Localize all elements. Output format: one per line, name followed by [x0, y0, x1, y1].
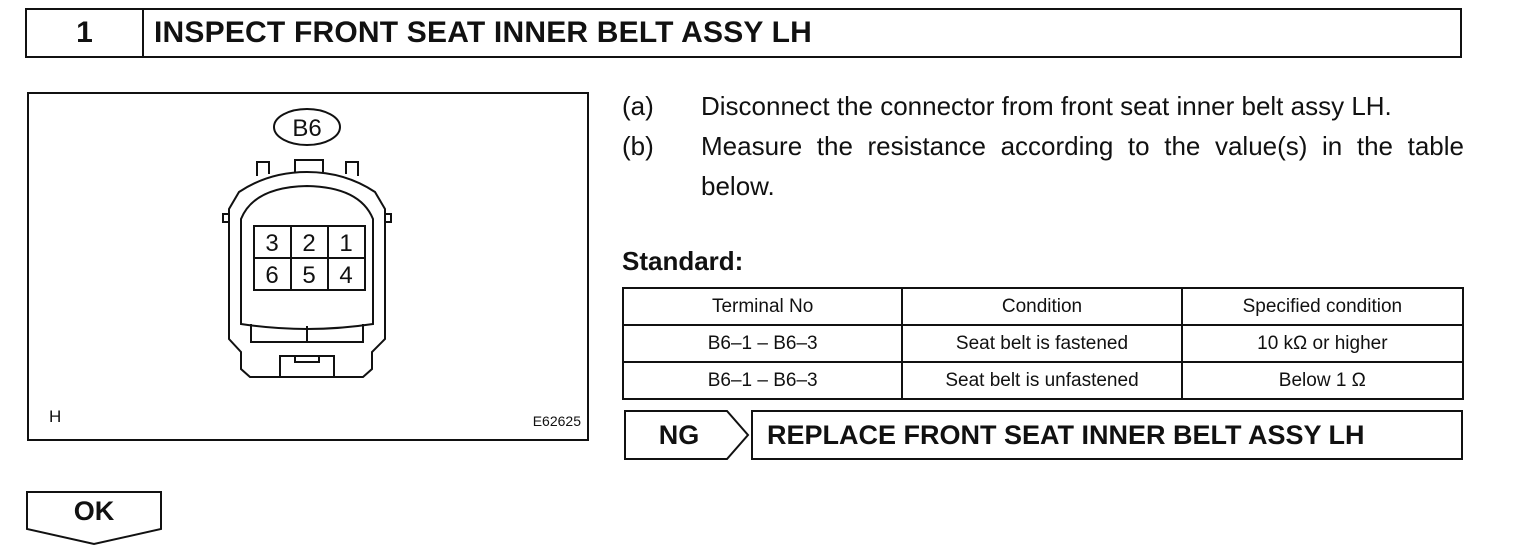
- cell-terminal: B6–1 – B6–3: [621, 324, 904, 363]
- resistance-spec-table: Terminal No Condition Specified conditio…: [621, 287, 1465, 400]
- latch-right: [345, 161, 359, 176]
- header-specified-condition: Specified condition: [1180, 287, 1465, 326]
- standard-heading: Standard:: [622, 246, 744, 276]
- table-row: B6–1 – B6–3 Seat belt is fastened 10 kΩ …: [621, 324, 1465, 363]
- cell-spec: 10 kΩ or higher: [1180, 324, 1465, 363]
- pin-3: 3: [265, 230, 278, 257]
- cell-terminal: B6–1 – B6–3: [621, 361, 904, 400]
- step-title: INSPECT FRONT SEAT INNER BELT ASSY LH: [154, 16, 812, 49]
- instruction-label: (b): [622, 131, 654, 161]
- table-row: B6–1 – B6–3 Seat belt is unfastened Belo…: [621, 361, 1465, 400]
- figure-reference-code: E62625: [532, 413, 581, 429]
- header-condition: Condition: [901, 287, 1183, 326]
- step-number: 1: [27, 10, 144, 56]
- instruction-text: Measure the resistance according to the …: [701, 131, 1464, 201]
- ng-label: NG: [658, 419, 700, 450]
- instruction-list: (a) Disconnect the connector from front …: [622, 86, 1464, 206]
- pin-4: 4: [339, 262, 352, 289]
- cell-condition: Seat belt is unfastened: [901, 361, 1183, 400]
- connector-diagram: B6 3 2 1 6 5 4: [222, 108, 392, 378]
- cell-spec: Below 1 Ω: [1180, 361, 1465, 400]
- step-header: 1 INSPECT FRONT SEAT INNER BELT ASSY LH: [25, 8, 1462, 58]
- cell-condition: Seat belt is fastened: [901, 324, 1183, 363]
- pin-5: 5: [302, 262, 315, 289]
- instruction-b: (b) Measure the resistance according to …: [622, 126, 1464, 206]
- latch-left: [256, 161, 270, 176]
- pin-2: 2: [302, 230, 315, 257]
- pin-1: 1: [339, 230, 352, 257]
- instruction-text: Disconnect the connector from front seat…: [701, 91, 1392, 121]
- connector-label: B6: [292, 115, 321, 142]
- ok-result: OK: [26, 491, 166, 552]
- figure-corner-mark: H: [49, 407, 62, 426]
- latch-middle: [294, 159, 324, 172]
- ok-arrow-box: [26, 491, 162, 546]
- instruction-label: (a): [622, 91, 654, 121]
- ok-label: OK: [73, 495, 115, 526]
- instruction-a: (a) Disconnect the connector from front …: [622, 86, 1464, 126]
- ng-action: REPLACE FRONT SEAT INNER BELT ASSY LH: [751, 410, 1463, 460]
- connector-figure: B6 3 2 1 6 5 4 H E62625: [27, 92, 589, 441]
- pin-6: 6: [265, 262, 278, 289]
- housing-outer: [228, 170, 386, 378]
- connector-label-ellipse: [273, 108, 341, 146]
- header-terminal-no: Terminal No: [621, 287, 904, 326]
- housing-inner: [240, 184, 374, 330]
- table-header-row: Terminal No Condition Specified conditio…: [621, 287, 1465, 326]
- ng-arrow-box: [624, 410, 750, 460]
